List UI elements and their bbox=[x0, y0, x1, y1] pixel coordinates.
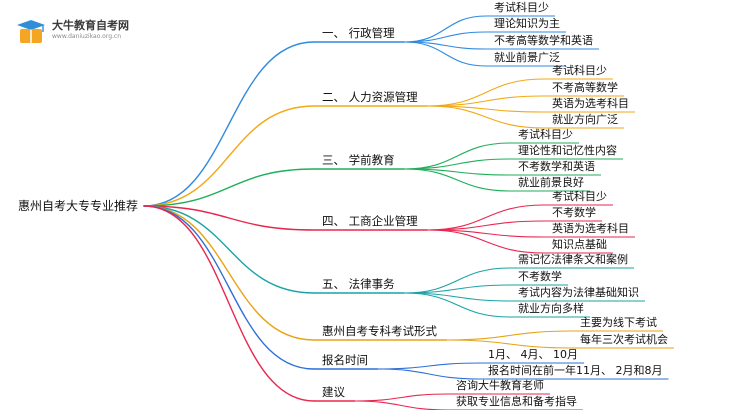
leaf-7-1: 1月、 4月、 10月 bbox=[488, 348, 578, 361]
leaf-3-1: 考试科目少 bbox=[518, 128, 573, 141]
branch-5: 五、 法律事务 bbox=[322, 277, 395, 291]
link-branch-7-leaf-1 bbox=[377, 362, 481, 370]
link-root-branch-5 bbox=[143, 205, 315, 294]
branch-8: 建议 bbox=[322, 385, 345, 399]
link-branch-1-leaf-2 bbox=[404, 31, 487, 43]
link-branch-2-leaf-4 bbox=[427, 105, 545, 129]
book-cap-icon bbox=[17, 20, 45, 43]
link-branch-4-leaf-4 bbox=[427, 229, 545, 254]
leaf-1-1: 考试科目少 bbox=[494, 1, 549, 14]
leaf-5-1: 需记忆法律条文和案例 bbox=[518, 253, 628, 266]
leaf-4-2: 不考数学 bbox=[552, 206, 596, 219]
leaf-1-3: 不考高等数学和英语 bbox=[494, 34, 593, 47]
leaf-5-3: 考试内容为法律基础知识 bbox=[518, 286, 639, 299]
branch-3: 三、 学前教育 bbox=[322, 153, 395, 167]
leaf-3-2: 理论性和记忆性内容 bbox=[518, 144, 617, 157]
leaf-2-3: 英语为选考科目 bbox=[552, 97, 629, 110]
leaf-5-2: 不考数学 bbox=[518, 270, 562, 283]
link-branch-8-leaf-2 bbox=[354, 400, 449, 410]
link-branch-5-leaf-1 bbox=[404, 267, 511, 294]
root-node: 惠州自考大专专业推荐 bbox=[18, 199, 139, 213]
branch-7: 报名时间 bbox=[322, 353, 368, 367]
logo-name: 大牛教育自考网 bbox=[52, 19, 129, 32]
branch-6: 惠州自考专科考试形式 bbox=[322, 324, 437, 338]
leaf-2-4: 就业方向广泛 bbox=[552, 113, 618, 126]
link-branch-4-leaf-1 bbox=[427, 204, 545, 231]
leaf-2-2: 不考高等数学 bbox=[552, 81, 618, 94]
link-branch-2-leaf-1 bbox=[427, 78, 545, 107]
branch-4: 四、 工商企业管理 bbox=[322, 214, 418, 228]
leaf-6-2: 每年三次考试机会 bbox=[580, 333, 668, 346]
link-root-branch-4 bbox=[143, 205, 315, 231]
leaf-4-1: 考试科目少 bbox=[552, 190, 607, 203]
leaf-8-1: 咨询大牛教育老师 bbox=[456, 379, 544, 392]
link-root-branch-6 bbox=[143, 205, 315, 341]
link-branch-3-leaf-4 bbox=[404, 168, 511, 192]
leaf-4-4: 知识点基础 bbox=[552, 238, 607, 251]
leaf-1-2: 理论知识为主 bbox=[494, 17, 560, 30]
leaf-1-4: 就业前景广泛 bbox=[494, 51, 560, 64]
link-branch-2-leaf-2 bbox=[427, 95, 545, 107]
leaf-4-3: 英语为选考科目 bbox=[552, 222, 629, 235]
leaf-2-1: 考试科目少 bbox=[552, 64, 607, 77]
leaf-6-1: 主要为线下考试 bbox=[580, 316, 657, 329]
leaf-5-4: 就业方向多样 bbox=[518, 302, 584, 315]
link-branch-6-leaf-1 bbox=[446, 330, 573, 341]
link-root-branch-7 bbox=[143, 205, 315, 370]
link-root-branch-3 bbox=[143, 168, 315, 207]
link-branch-1-leaf-4 bbox=[404, 41, 487, 67]
branch-1: 一、 行政管理 bbox=[322, 26, 395, 40]
link-root-branch-8 bbox=[143, 205, 315, 402]
link-branch-6-leaf-2 bbox=[446, 339, 573, 349]
link-branch-5-leaf-4 bbox=[404, 292, 511, 318]
link-branch-1-leaf-1 bbox=[404, 15, 487, 43]
leaf-3-3: 不考数学和英语 bbox=[518, 160, 595, 173]
branch-2: 二、 人力资源管理 bbox=[322, 90, 418, 104]
leaf-7-2: 报名时间在前一年11月、 2月和8月 bbox=[488, 364, 663, 377]
link-branch-8-leaf-1 bbox=[354, 393, 449, 402]
link-branch-7-leaf-2 bbox=[377, 368, 481, 380]
logo-url: www.daniuzikao.org.cn bbox=[52, 33, 122, 40]
leaf-8-2: 获取专业信息和备考指导 bbox=[456, 395, 577, 408]
leaf-3-4: 就业前景良好 bbox=[518, 176, 584, 189]
link-root-branch-2 bbox=[143, 105, 315, 207]
site-logo[interactable]: 大牛教育自考网 www.daniuzikao.org.cn bbox=[16, 17, 144, 47]
link-root-branch-1 bbox=[143, 41, 315, 207]
link-branch-5-leaf-2 bbox=[404, 284, 511, 294]
link-branch-4-leaf-2 bbox=[427, 220, 545, 231]
link-branch-3-leaf-2 bbox=[404, 158, 511, 170]
link-branch-3-leaf-1 bbox=[404, 142, 511, 170]
